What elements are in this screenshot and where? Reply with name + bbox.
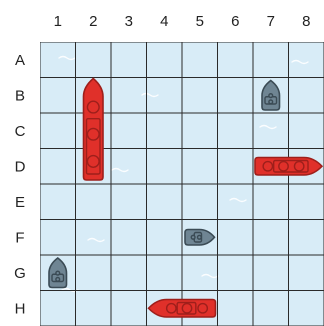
cell-A5[interactable] [182, 42, 218, 78]
ship-porthole [263, 162, 272, 171]
cell-G7[interactable] [253, 255, 289, 291]
cell-F6[interactable] [218, 220, 254, 256]
cell-E4[interactable] [147, 184, 183, 220]
ship-porthole [191, 235, 195, 239]
cell-C5[interactable] [182, 113, 218, 149]
column-label-2: 2 [89, 13, 97, 30]
cell-A7[interactable] [253, 42, 289, 78]
cell-F7[interactable] [253, 220, 289, 256]
cell-E1[interactable] [40, 184, 76, 220]
cell-G4[interactable] [147, 255, 183, 291]
ship-porthole [167, 304, 176, 313]
cell-A1[interactable] [40, 42, 76, 78]
ship-porthole [269, 94, 273, 98]
ship-porthole [182, 304, 191, 313]
cell-G5[interactable] [182, 255, 218, 291]
cell-F3[interactable] [111, 220, 147, 256]
cell-D1[interactable] [40, 149, 76, 185]
cell-E5[interactable] [182, 184, 218, 220]
column-label-4: 4 [160, 13, 168, 30]
cell-C8[interactable] [289, 113, 324, 149]
cell-E3[interactable] [111, 184, 147, 220]
cell-F1[interactable] [40, 220, 76, 256]
column-label-6: 6 [231, 13, 239, 30]
cell-F8[interactable] [289, 220, 324, 256]
cell-G2[interactable] [76, 255, 112, 291]
cell-C6[interactable] [218, 113, 254, 149]
row-label-H: H [15, 300, 26, 317]
cell-F4[interactable] [147, 220, 183, 256]
cell-B8[interactable] [289, 78, 324, 114]
ship-porthole [87, 128, 99, 140]
row-label-A: A [15, 52, 25, 69]
cell-C1[interactable] [40, 113, 76, 149]
cell-A3[interactable] [111, 42, 147, 78]
cell-H3[interactable] [111, 291, 147, 326]
column-label-5: 5 [196, 13, 204, 30]
cell-A2[interactable] [76, 42, 112, 78]
cell-A8[interactable] [289, 42, 324, 78]
cell-F2[interactable] [76, 220, 112, 256]
ship-porthole [87, 101, 99, 113]
cell-C3[interactable] [111, 113, 147, 149]
ship-porthole [56, 278, 60, 282]
cell-H6[interactable] [218, 291, 254, 326]
cell-C4[interactable] [147, 113, 183, 149]
column-label-8: 8 [302, 13, 310, 30]
row-label-F: F [15, 229, 24, 246]
ship-porthole [294, 162, 303, 171]
row-headers: A B C D E F G H [0, 0, 40, 326]
cell-G3[interactable] [111, 255, 147, 291]
row-label-B: B [15, 87, 25, 104]
red-ship-b2[interactable] [84, 79, 104, 181]
cell-D6[interactable] [218, 149, 254, 185]
cell-D5[interactable] [182, 149, 218, 185]
cell-E2[interactable] [76, 184, 112, 220]
cell-D3[interactable] [111, 149, 147, 185]
cell-E6[interactable] [218, 184, 254, 220]
ship-porthole [56, 271, 60, 275]
cell-H1[interactable] [40, 291, 76, 326]
cell-H2[interactable] [76, 291, 112, 326]
cell-H8[interactable] [289, 291, 324, 326]
ship-porthole [279, 162, 288, 171]
cell-D4[interactable] [147, 149, 183, 185]
row-label-D: D [15, 158, 26, 175]
ship-porthole [198, 235, 202, 239]
cell-A4[interactable] [147, 42, 183, 78]
cell-C7[interactable] [253, 113, 289, 149]
cell-G6[interactable] [218, 255, 254, 291]
row-label-G: G [14, 265, 26, 282]
row-label-C: C [15, 123, 26, 140]
cell-B1[interactable] [40, 78, 76, 114]
ship-porthole [269, 100, 273, 104]
row-label-E: E [15, 194, 25, 211]
cell-E8[interactable] [289, 184, 324, 220]
cell-B3[interactable] [111, 78, 147, 114]
cell-B5[interactable] [182, 78, 218, 114]
cell-G8[interactable] [289, 255, 324, 291]
column-headers: 1 2 3 4 5 6 7 8 [0, 0, 324, 42]
cell-E7[interactable] [253, 184, 289, 220]
red-ship-h4[interactable] [149, 300, 216, 318]
cell-B4[interactable] [147, 78, 183, 114]
cell-H7[interactable] [253, 291, 289, 326]
red-ship-d7[interactable] [255, 158, 322, 176]
cell-B6[interactable] [218, 78, 254, 114]
ship-porthole [87, 156, 99, 168]
ship-porthole [198, 304, 207, 313]
cell-A6[interactable] [218, 42, 254, 78]
column-label-1: 1 [54, 13, 62, 30]
column-label-7: 7 [267, 13, 275, 30]
column-label-3: 3 [125, 13, 133, 30]
